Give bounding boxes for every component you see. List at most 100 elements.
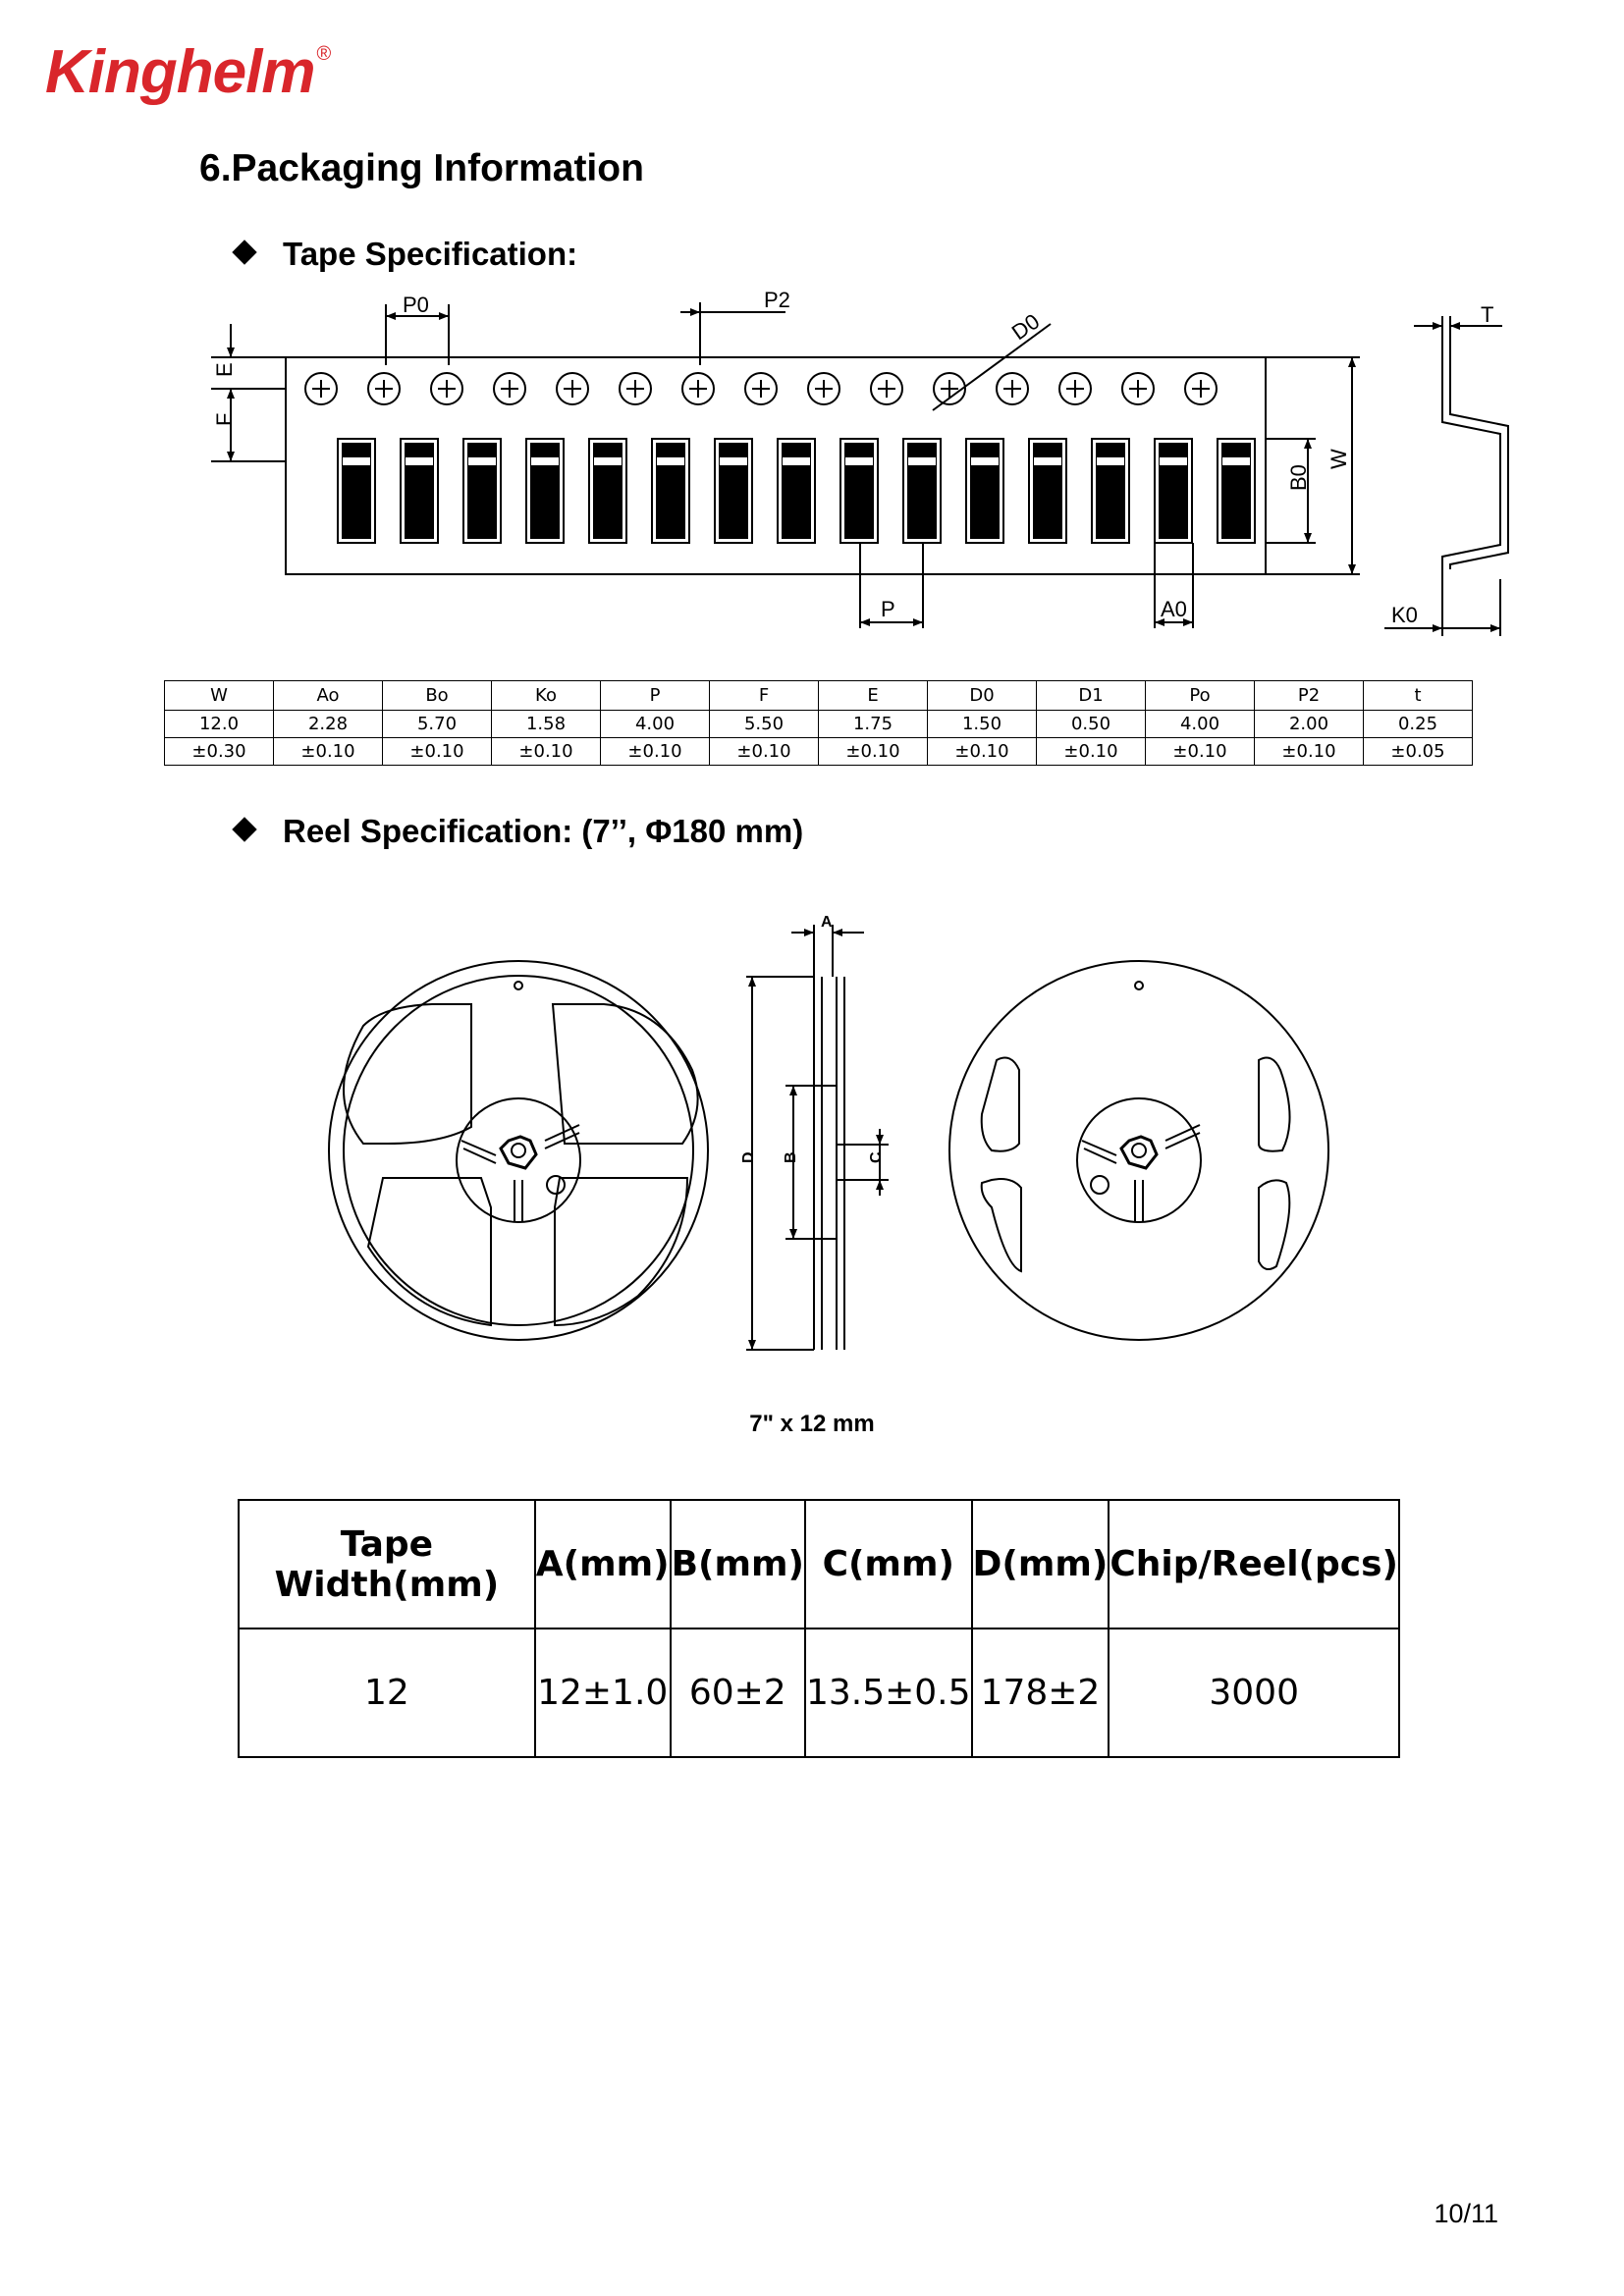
table-cell: 178±2	[970, 1628, 1110, 1758]
label-e: E	[212, 362, 237, 377]
table-cell: P	[600, 680, 710, 711]
tape-spec-heading: Tape Specification:	[232, 236, 578, 273]
sprocket-hole	[556, 372, 589, 405]
table-cell: 0.50	[1036, 710, 1146, 738]
table-cell: 4.00	[1145, 710, 1255, 738]
pocket	[777, 438, 816, 544]
pocket	[651, 438, 690, 544]
label-d0: D0	[1007, 309, 1044, 346]
table-cell: ±0.10	[927, 737, 1037, 766]
table-cell: Tape Width(mm)	[238, 1499, 536, 1629]
pocket	[1028, 438, 1067, 544]
table-cell: A(mm)	[533, 1499, 672, 1629]
reel-spec-table: Tape Width(mm)A(mm)B(mm)C(mm)D(mm)Chip/R…	[238, 1499, 1400, 1758]
pocket	[965, 438, 1004, 544]
page-number: 10/11	[1434, 2199, 1498, 2228]
reel-side-view	[746, 925, 889, 1351]
reel-spec-heading-text: Reel Specification: (7’’, Φ180 mm)	[283, 813, 804, 849]
tape-spec-heading-text: Tape Specification:	[283, 236, 578, 272]
label-t: T	[1481, 302, 1493, 327]
label-b: B	[783, 1151, 799, 1163]
pocket	[1091, 438, 1130, 544]
reel-table-header-row: Tape Width(mm)A(mm)B(mm)C(mm)D(mm)Chip/R…	[238, 1499, 1400, 1629]
table-cell: 12	[238, 1628, 536, 1758]
table-cell: 1.58	[491, 710, 601, 738]
table-cell: ±0.10	[273, 737, 383, 766]
pocket	[400, 438, 439, 544]
label-b0: B0	[1286, 464, 1311, 491]
brand-logo: Kinghelm®	[45, 37, 331, 107]
table-cell: E	[818, 680, 928, 711]
sprocket-hole	[1058, 372, 1092, 405]
table-cell: P2	[1254, 680, 1364, 711]
reel-diagram: A D B C	[328, 914, 1329, 1351]
label-d: D	[740, 1151, 757, 1163]
sprocket-hole	[304, 372, 338, 405]
label-a: A	[821, 914, 833, 931]
table-cell: ±0.05	[1363, 737, 1473, 766]
label-f: F	[212, 413, 237, 426]
pocket	[714, 438, 753, 544]
sprocket-hole	[430, 372, 463, 405]
pocket	[902, 438, 942, 544]
table-cell: Ao	[273, 680, 383, 711]
sprocket-hole	[807, 372, 840, 405]
reel-front-view	[328, 960, 709, 1341]
table-cell: 1.75	[818, 710, 928, 738]
table-cell: 5.70	[382, 710, 492, 738]
table-cell: ±0.10	[1145, 737, 1255, 766]
pocket	[525, 438, 565, 544]
table-cell: ±0.10	[1254, 737, 1364, 766]
table-cell: 3000	[1108, 1628, 1400, 1758]
tape-table-tolerance-row: ±0.30±0.10±0.10±0.10±0.10±0.10±0.10±0.10…	[164, 737, 1473, 766]
label-p: P	[881, 597, 895, 621]
table-cell: Ko	[491, 680, 601, 711]
table-cell: D(mm)	[970, 1499, 1110, 1629]
tape-diagram: P0 P2 D0 T E F B0 W P A0 K0	[211, 288, 1509, 636]
table-cell: C(mm)	[803, 1499, 973, 1629]
table-cell: 13.5±0.5	[803, 1628, 973, 1758]
label-k0: K0	[1391, 603, 1418, 627]
table-cell: 12.0	[164, 710, 274, 738]
label-p0: P0	[403, 293, 429, 317]
reel-back-view	[948, 960, 1329, 1341]
logo-text: Kinghelm	[45, 38, 315, 106]
label-c: C	[868, 1151, 885, 1163]
label-p2: P2	[764, 288, 790, 312]
table-cell: F	[709, 680, 819, 711]
table-cell: Chip/Reel(pcs)	[1108, 1499, 1400, 1629]
sprocket-hole	[367, 372, 401, 405]
table-cell: ±0.10	[818, 737, 928, 766]
sprocket-hole	[996, 372, 1029, 405]
table-cell: ±0.10	[382, 737, 492, 766]
sprocket-hole	[681, 372, 715, 405]
table-cell: 60±2	[669, 1628, 806, 1758]
sprocket-holes	[304, 372, 1218, 405]
table-cell: Bo	[382, 680, 492, 711]
reel-spec-heading: Reel Specification: (7’’, Φ180 mm)	[232, 813, 804, 850]
table-cell: 2.28	[273, 710, 383, 738]
table-cell: D0	[927, 680, 1037, 711]
table-cell: 1.50	[927, 710, 1037, 738]
sprocket-hole	[1121, 372, 1155, 405]
table-cell: B(mm)	[669, 1499, 806, 1629]
pocket	[337, 438, 376, 544]
label-a0: A0	[1161, 597, 1187, 621]
pocket	[588, 438, 627, 544]
sprocket-hole	[744, 372, 778, 405]
table-cell: 12±1.0	[533, 1628, 672, 1758]
sprocket-hole	[1184, 372, 1218, 405]
table-cell: ±0.10	[1036, 737, 1146, 766]
table-cell: ±0.30	[164, 737, 274, 766]
pocket	[839, 438, 879, 544]
pocket	[1217, 438, 1256, 544]
tape-body	[285, 356, 1267, 575]
pocket	[462, 438, 502, 544]
sprocket-hole	[870, 372, 903, 405]
table-cell: ±0.10	[491, 737, 601, 766]
registered-mark: ®	[316, 43, 331, 65]
